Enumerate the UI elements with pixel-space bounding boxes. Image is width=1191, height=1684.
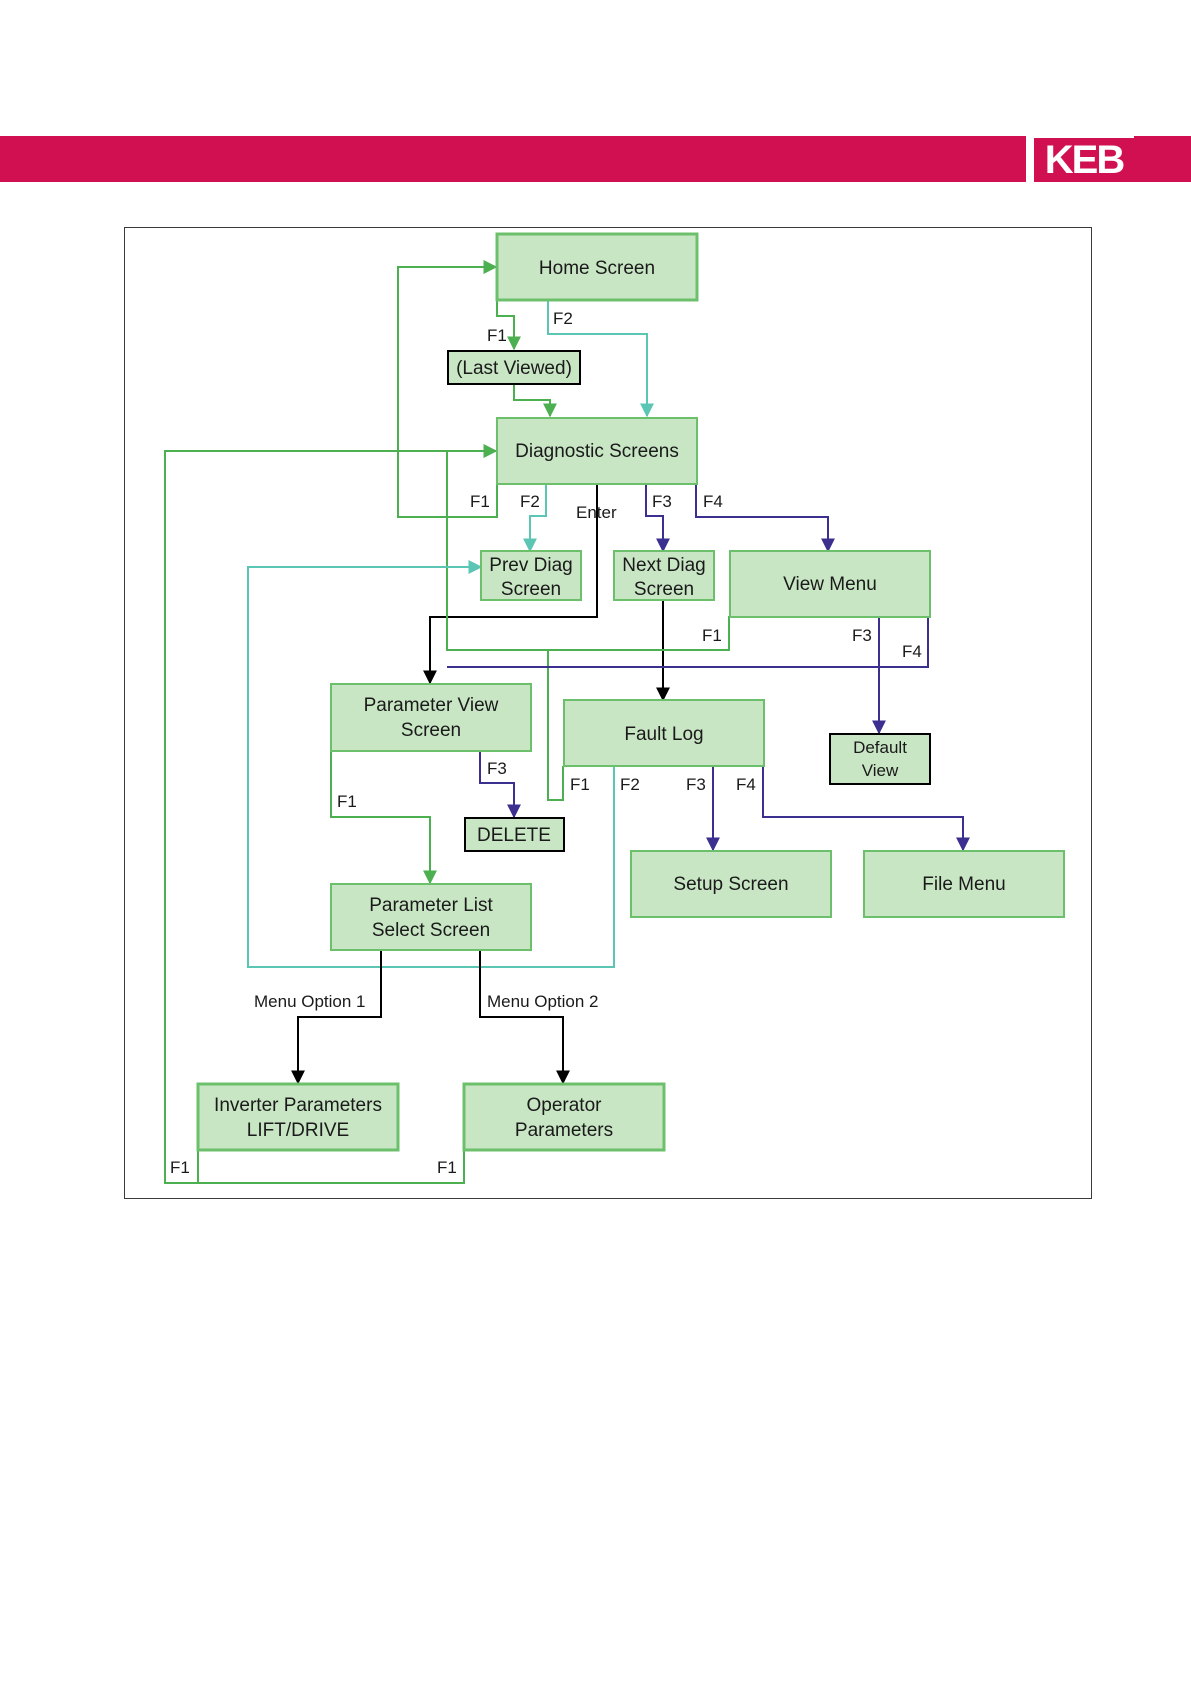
edge-diag-f1-home: [397, 260, 498, 518]
node-view-menu: View Menu: [729, 550, 931, 618]
node-next-diag-line1: Next Diag: [622, 555, 705, 576]
label-diag-enter: Enter: [576, 503, 617, 522]
node-operator-parameters-line2: Parameters: [515, 1120, 613, 1141]
node-setup-screen-line1: Setup Screen: [673, 874, 788, 895]
node-delete: DELETE: [464, 817, 565, 852]
label-diag-f2: F2: [520, 492, 540, 511]
label-pv-f3: F3: [487, 759, 507, 778]
edge-diag-enter: [423, 484, 598, 685]
edge-labels: F1 F2 F1 F2 Enter F3 F4 F1 F3 F4 F3 F1 F…: [170, 309, 922, 1177]
node-file-menu-line1: File Menu: [922, 874, 1005, 895]
node-delete-line1: DELETE: [477, 825, 551, 846]
node-next-diag: Next Diag Screen: [613, 550, 715, 601]
node-default-view-line1: Default: [853, 738, 907, 757]
header-band: [0, 136, 1191, 182]
edge-home-f2: [547, 300, 654, 418]
label-fl-f3: F3: [686, 775, 706, 794]
node-parameter-list-line2: Select Screen: [372, 920, 490, 941]
node-default-view-line2: View: [862, 761, 899, 780]
node-inverter-parameters-line1: Inverter Parameters: [214, 1095, 382, 1116]
edge-menu2: [479, 950, 570, 1085]
edge-home-f1: [496, 300, 521, 351]
node-home-screen: Home Screen: [495, 232, 699, 302]
edges: [164, 260, 970, 1184]
node-diagnostic-screens: Diagnostic Screens: [496, 417, 698, 485]
label-home-f2: F2: [553, 309, 573, 328]
label-fl-f4: F4: [736, 775, 756, 794]
label-diag-f4: F4: [703, 492, 723, 511]
node-home-screen-line1: Home Screen: [539, 258, 655, 279]
node-operator-parameters-line1: Operator: [527, 1095, 603, 1116]
label-fl-f2: F2: [620, 775, 640, 794]
label-diag-f3: F3: [652, 492, 672, 511]
edge-diag-f2: [523, 484, 547, 553]
node-inverter-parameters: Inverter Parameters LIFT/DRIVE: [196, 1082, 400, 1152]
node-parameter-view-line2: Screen: [401, 720, 461, 741]
label-view-f1: F1: [702, 626, 722, 645]
node-parameter-list: Parameter List Select Screen: [330, 883, 532, 951]
node-operator-parameters: Operator Parameters: [462, 1082, 666, 1152]
node-view-menu-line1: View Menu: [783, 574, 877, 595]
node-last-viewed: (Last Viewed): [447, 350, 581, 385]
edge-diag-f3: [645, 484, 670, 553]
node-parameter-list-line1: Parameter List: [369, 895, 493, 916]
label-menu-option-1: Menu Option 1: [254, 992, 366, 1011]
node-prev-diag-line2: Screen: [501, 579, 561, 600]
node-file-menu: File Menu: [863, 850, 1065, 918]
edge-view-f1: [446, 451, 730, 651]
node-inverter-parameters-line2: LIFT/DRIVE: [247, 1120, 349, 1141]
label-view-f4: F4: [902, 642, 922, 661]
node-prev-diag-line1: Prev Diag: [489, 555, 572, 576]
node-setup-screen: Setup Screen: [630, 850, 832, 918]
edge-diag-f4: [695, 484, 835, 553]
edge-pv-f1: [330, 751, 437, 885]
diagram-frame: [124, 227, 1092, 1199]
label-op-f1: F1: [437, 1158, 457, 1177]
edge-op-f1: [198, 1150, 465, 1184]
label-pv-f1: F1: [337, 792, 357, 811]
label-home-f1: F1: [487, 326, 507, 345]
node-diagnostic-screens-line1: Diagnostic Screens: [515, 441, 679, 462]
node-fault-log: Fault Log: [563, 699, 765, 767]
edge-fl-f4: [762, 766, 970, 852]
edge-inv-f1: [164, 444, 498, 1184]
node-parameter-view: Parameter View Screen: [330, 683, 532, 752]
node-fault-log-line1: Fault Log: [624, 724, 703, 745]
edge-fl-f2: [247, 560, 615, 968]
node-parameter-view-line1: Parameter View: [364, 695, 499, 716]
node-last-viewed-line1: (Last Viewed): [456, 358, 572, 379]
node-next-diag-line2: Screen: [634, 579, 694, 600]
edge-pv-f3: [479, 751, 521, 819]
edge-fl-f1: [547, 650, 564, 801]
edge-lastviewed-diag: [513, 384, 557, 418]
label-diag-f1: F1: [470, 492, 490, 511]
edge-view-f4: [447, 616, 929, 668]
edge-menu1: [291, 950, 382, 1085]
label-inv-f1: F1: [170, 1158, 190, 1177]
label-fl-f1: F1: [570, 775, 590, 794]
label-menu-option-2: Menu Option 2: [487, 992, 599, 1011]
label-view-f3: F3: [852, 626, 872, 645]
keb-logo-text: KEB: [1034, 138, 1134, 182]
node-prev-diag: Prev Diag Screen: [480, 550, 582, 601]
node-default-view: Default View: [829, 733, 931, 785]
